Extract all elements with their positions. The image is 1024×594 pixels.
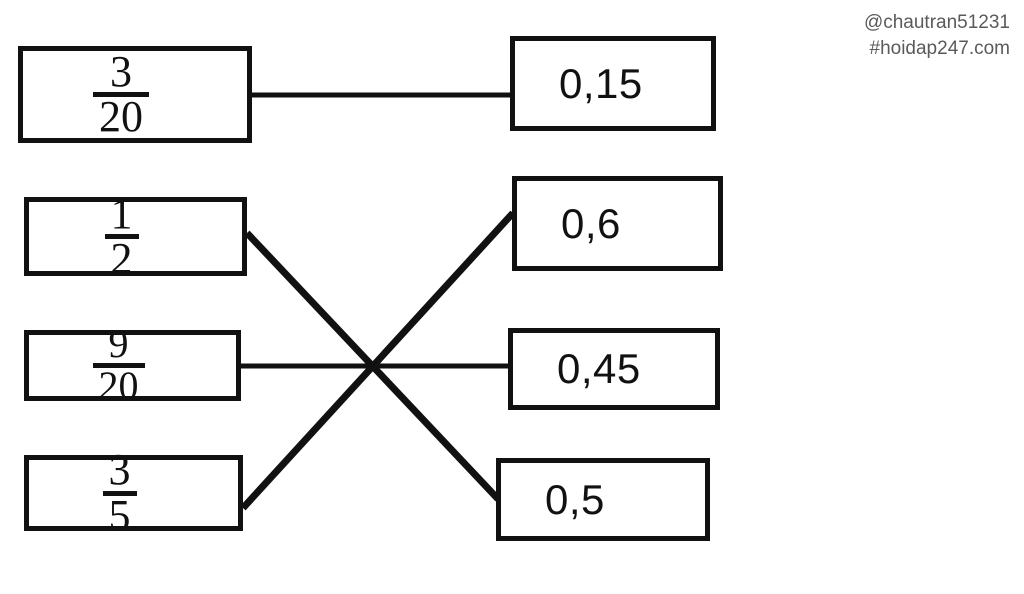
right-box-dec-0-45[interactable]: 0,45 (508, 328, 720, 410)
left-box-frac-3-5[interactable]: 3 5 (24, 447, 243, 537)
fraction-denominator: 20 (93, 92, 149, 139)
fraction-numerator: 3 (110, 46, 132, 96)
left-box-frac-1-2[interactable]: 1 2 (24, 191, 247, 281)
right-box-dec-0-15[interactable]: 0,15 (510, 36, 716, 131)
fraction-denominator: 2 (104, 234, 139, 281)
right-box-dec-0-6[interactable]: 0,6 (512, 176, 723, 271)
fraction-denominator: 20 (92, 363, 145, 405)
fraction-denominator: 5 (102, 490, 137, 537)
decimal-value: 0,6 (561, 199, 621, 247)
left-box-frac-3-20[interactable]: 3 20 (18, 46, 252, 143)
fraction-numerator: 1 (110, 188, 133, 238)
connector-3-5-to-0-6 (240, 210, 516, 511)
fraction-9-20: 9 20 (92, 321, 145, 405)
decimal-value: 0,45 (557, 345, 641, 392)
fraction-numerator: 9 (108, 321, 129, 367)
fraction-1-2: 1 2 (104, 188, 139, 281)
watermark: @chautran51231 #hoidap247.com (864, 10, 1010, 62)
watermark-site: #hoidap247.com (869, 38, 1011, 60)
fraction-3-5: 3 5 (102, 445, 137, 537)
decimal-value: 0,15 (559, 59, 643, 107)
decimal-value: 0,5 (545, 475, 605, 523)
right-box-dec-0-5[interactable]: 0,5 (496, 458, 710, 541)
fraction-numerator: 3 (108, 445, 131, 495)
fraction-3-20: 3 20 (93, 46, 149, 139)
left-box-frac-9-20[interactable]: 9 20 (24, 324, 241, 405)
watermark-handle: @chautran51231 (863, 12, 1010, 33)
